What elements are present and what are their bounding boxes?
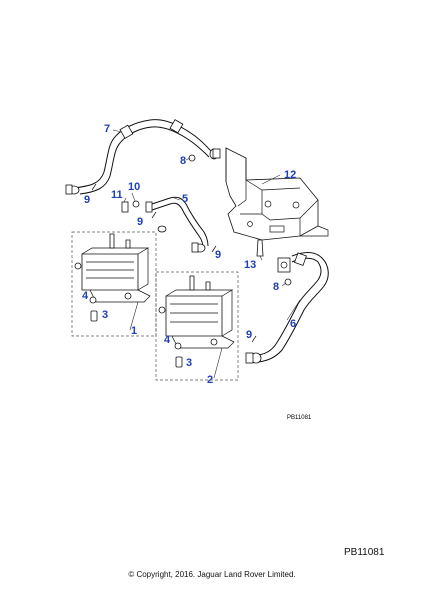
- hardware: [89, 154, 292, 368]
- cooler-2: [155, 271, 239, 381]
- page-code: PB11081: [344, 547, 385, 558]
- hose-6: [245, 252, 329, 364]
- callout-11: 11: [111, 189, 123, 201]
- callout-5: 5: [182, 193, 188, 205]
- cooler-1: [71, 231, 157, 337]
- hose-7: [65, 119, 221, 195]
- figure-code: PB11081: [287, 415, 312, 421]
- callout-3-b: 3: [186, 357, 192, 369]
- callout-2: 2: [207, 374, 213, 386]
- callout-13: 13: [244, 259, 256, 271]
- pipe-5: [145, 196, 209, 253]
- callout-7: 7: [104, 123, 110, 135]
- callout-3-a: 3: [102, 309, 108, 321]
- bracket-12: [225, 147, 329, 241]
- callout-4-b: 4: [164, 334, 171, 346]
- callout-9-a: 9: [84, 194, 90, 206]
- callout-9-c: 9: [215, 249, 221, 261]
- callout-10: 10: [128, 181, 140, 193]
- callout-12: 12: [284, 169, 296, 181]
- callout-8-upper: 8: [180, 155, 186, 167]
- callouts: 7 8 12 5 10 11 9 9 9 13 8 4 3 6 1 9 4 3 …: [82, 123, 312, 421]
- callout-8-lower: 8: [273, 281, 279, 293]
- callout-9-d: 9: [246, 329, 252, 341]
- callout-9-b: 9: [137, 216, 143, 228]
- callout-1: 1: [131, 325, 137, 337]
- callout-4-a: 4: [82, 290, 89, 302]
- copyright-text: © Copyright, 2016. Jaguar Land Rover Lim…: [128, 570, 296, 579]
- leaders: [112, 129, 301, 379]
- callout-6: 6: [290, 318, 296, 330]
